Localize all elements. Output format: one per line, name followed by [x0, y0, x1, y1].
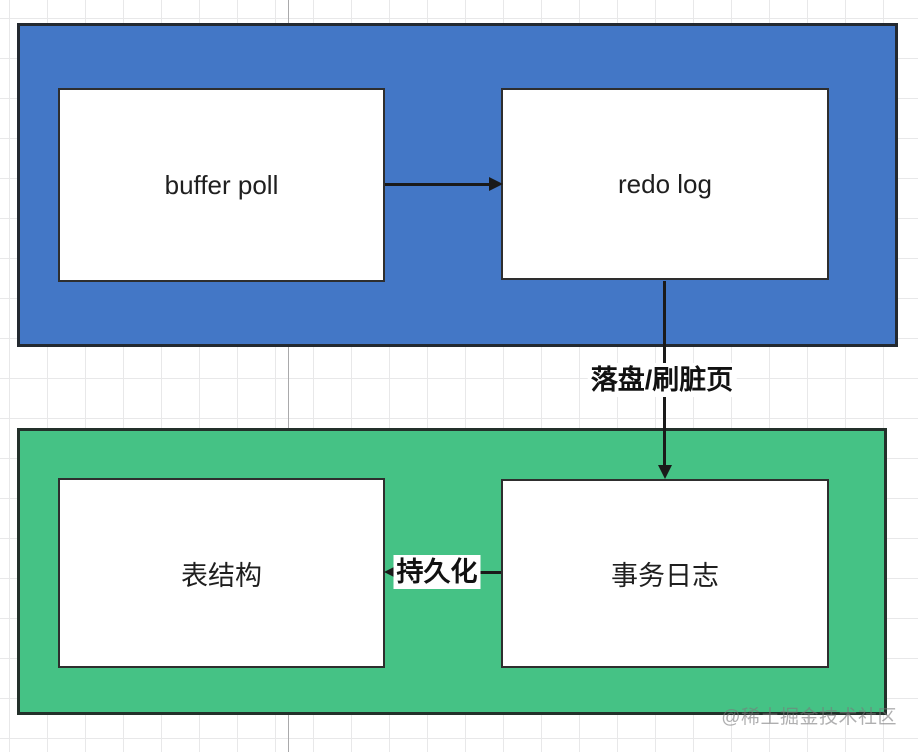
edge-buffer-to-redo-line	[385, 183, 490, 186]
arrowhead-right-icon	[489, 177, 503, 191]
node-table-structure-label: 表结构	[181, 560, 262, 591]
node-table-structure: 表结构	[58, 478, 385, 668]
node-buffer-pool: buffer poll	[58, 88, 385, 282]
watermark-text: @稀土掘金技术社区	[721, 707, 897, 728]
edge-flush-label: 落盘/刷脏页	[587, 363, 737, 398]
node-redo-log-label: redo log	[618, 168, 712, 199]
arrowhead-down-icon	[658, 465, 672, 479]
node-transaction-log-label: 事务日志	[611, 561, 719, 591]
node-redo-log: redo log	[501, 88, 829, 280]
edge-persist-label: 持久化	[393, 555, 481, 590]
node-transaction-log: 事务日志	[501, 479, 829, 668]
node-buffer-pool-label: buffer poll	[164, 169, 279, 200]
grid-major-line	[288, 0, 289, 752]
